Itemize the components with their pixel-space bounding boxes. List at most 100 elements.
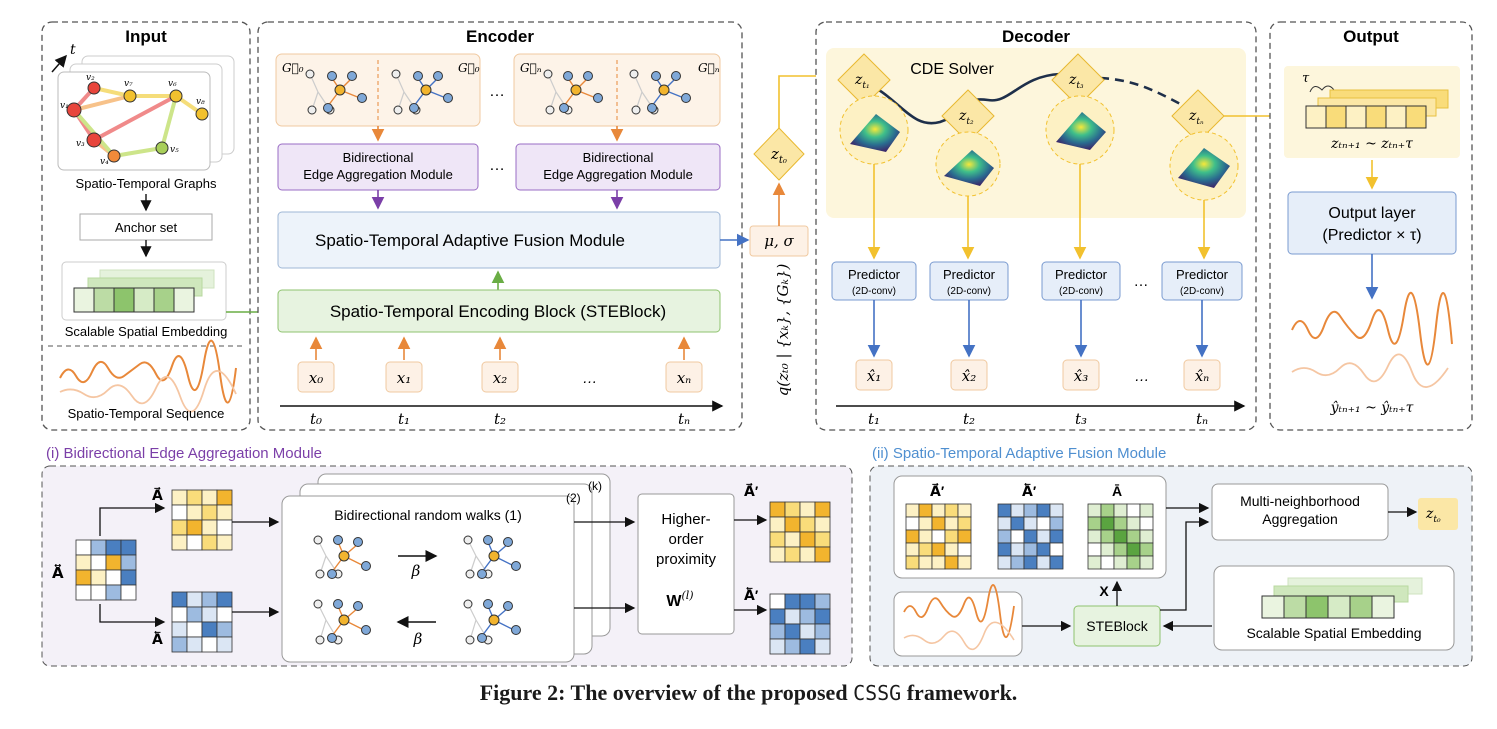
- stack-label-2: (2): [566, 491, 581, 505]
- svg-text:v₁: v₁: [60, 101, 69, 111]
- steblock-label: Spatio-Temporal Encoding Block (STEBlock…: [330, 302, 666, 321]
- svg-text:t₃: t₃: [1075, 410, 1087, 428]
- decoder-title: Decoder: [1002, 27, 1070, 46]
- predictor-labels: Predictor (2D-conv) Predictor (2D-conv) …: [848, 267, 1229, 297]
- input-x0: x₀: [309, 369, 323, 387]
- a-matrix-backward: [171, 591, 233, 653]
- svg-text:(2D-conv): (2D-conv): [947, 286, 991, 297]
- random-walks-card: [281, 495, 575, 663]
- output-title: Output: [1343, 27, 1399, 46]
- posterior-label: q(zₜ₀ | {xₖ}, {Gₖ}): [774, 264, 792, 397]
- svg-text:tₙ: tₙ: [1196, 410, 1208, 428]
- mini-graph-0b: [391, 69, 453, 115]
- svg-text:Predictor: Predictor: [943, 267, 996, 282]
- z0-label: zt₀: [770, 145, 787, 166]
- steblock-ii-label: STEBlock: [1086, 618, 1148, 634]
- encoder-title: Encoder: [466, 27, 534, 46]
- svg-text:v₅: v₅: [170, 145, 179, 155]
- matrix-forward-prime: [905, 503, 972, 570]
- panel-ii-title: (ii) Spatio-Temporal Adaptive Fusion Mod…: [872, 445, 1166, 462]
- m2-label: A⃖′: [1022, 482, 1037, 499]
- mini-graph-0a: [305, 69, 367, 115]
- z0-output-box: [1418, 498, 1458, 530]
- beam-ellipsis: …: [489, 157, 505, 174]
- w-label: W(l): [666, 589, 693, 610]
- surface-plots: [839, 95, 1239, 201]
- svg-text:v₃: v₃: [76, 139, 85, 149]
- svg-text:(2D-conv): (2D-conv): [1180, 286, 1224, 297]
- predictor-boxes: [831, 261, 1243, 301]
- sequence-wave-1: [59, 339, 237, 404]
- beta-forward: β: [411, 562, 421, 580]
- z0-diamond: [753, 127, 805, 181]
- forecast-wave-2: [1291, 353, 1449, 388]
- z-diamonds: [837, 53, 1225, 143]
- a-matrix-backward-prime: [769, 593, 831, 655]
- graph-bwd-0: G⃖₀: [458, 61, 480, 75]
- svg-text:t₁: t₁: [868, 410, 880, 428]
- svg-text:v₈: v₈: [196, 97, 205, 107]
- beta-backward: β: [413, 630, 423, 648]
- svg-text:…: …: [1135, 368, 1150, 385]
- panel-i-title: (i) Bidirectional Edge Aggregation Modul…: [46, 445, 322, 462]
- graph-nodes: [66, 81, 209, 163]
- svg-text:x̂₃: x̂₃: [1074, 367, 1088, 385]
- spatial-embedding-stack: [73, 269, 215, 313]
- anchor-set-box: [79, 213, 213, 241]
- svg-text:(2D-conv): (2D-conv): [1059, 286, 1103, 297]
- snapshot-ellipsis: …: [489, 83, 505, 100]
- tau-label: τ: [1302, 71, 1310, 86]
- z0-to-solver-arrow: [778, 69, 836, 128]
- graph-bwd-n: G⃖ₙ: [698, 61, 720, 75]
- svg-text:x̂ₙ: x̂ₙ: [1195, 367, 1210, 385]
- a-matrix-forward-prime: [769, 501, 831, 563]
- embedding-label: Scalable Spatial Embedding: [65, 324, 228, 339]
- decoder-outputs: x̂₁ x̂₂ x̂₃ … x̂ₙ: [855, 359, 1221, 391]
- embedding-ii-stack: [1261, 577, 1423, 619]
- a-fwd-prime-label: A⃗′: [744, 482, 759, 499]
- svg-text:t₂: t₂: [494, 410, 506, 428]
- mu-sigma-label: μ, σ: [764, 232, 794, 250]
- decoder-time-labels: t₁ t₂ t₃ tₙ: [868, 410, 1208, 428]
- proximity-box: [637, 493, 735, 635]
- m1-label: A⃗′: [930, 482, 945, 499]
- encoder-inputs: x₀ x₁ x₂ … xₙ: [297, 336, 703, 393]
- svg-text:v₇: v₇: [124, 79, 133, 89]
- input-ellipsis: …: [583, 370, 598, 387]
- a-fwd-label: A⃗: [152, 486, 163, 503]
- svg-text:x̂₁: x̂₁: [867, 367, 881, 385]
- random-walks-label: Bidirectional random walks (1): [334, 507, 522, 523]
- input-x2: x₂: [493, 369, 507, 387]
- a-matrix-forward: [171, 489, 233, 551]
- svg-text:t₁: t₁: [398, 410, 410, 428]
- graph-node-labels: v₁ v₂ v₃ v₄ v₅ v₆ v₇ v₈: [60, 73, 205, 167]
- y-range-label: ŷₜₙ₊₁ ~ ŷₜₙ₊τ: [1330, 399, 1414, 416]
- cde-solver-area: [826, 48, 1246, 218]
- stack-label-k: (k): [588, 479, 602, 493]
- embedding-ii-label: Scalable Spatial Embedding: [1246, 625, 1421, 641]
- input-xn: xₙ: [677, 369, 692, 387]
- fusion-module-label: Spatio-Temporal Adaptive Fusion Module: [315, 231, 625, 250]
- forecast-wave-1: [1291, 291, 1453, 366]
- matrix-bar: [1087, 503, 1154, 570]
- anchor-set-label: Anchor set: [115, 220, 178, 235]
- a-bi-label: A⃡: [52, 563, 64, 582]
- input-x1: x₁: [397, 369, 411, 387]
- svg-text:t₂: t₂: [963, 410, 975, 428]
- a-bwd-prime-label: A⃖′: [744, 586, 759, 603]
- output-layer-box: [1287, 191, 1457, 255]
- svg-text:v₂: v₂: [86, 73, 95, 83]
- sequence-wave-2: [59, 370, 237, 413]
- m3-label: Ā: [1112, 483, 1122, 499]
- time-axis-label: t: [70, 42, 76, 58]
- sequence-label: Spatio-Temporal Sequence: [68, 406, 225, 421]
- mini-graph-na: [543, 69, 603, 115]
- graph-label: Spatio-Temporal Graphs: [76, 176, 217, 191]
- x-label: X: [1099, 583, 1109, 599]
- graph-fwd-n: G⃗ₙ: [520, 61, 542, 75]
- z-sequence-stack: [1305, 89, 1449, 129]
